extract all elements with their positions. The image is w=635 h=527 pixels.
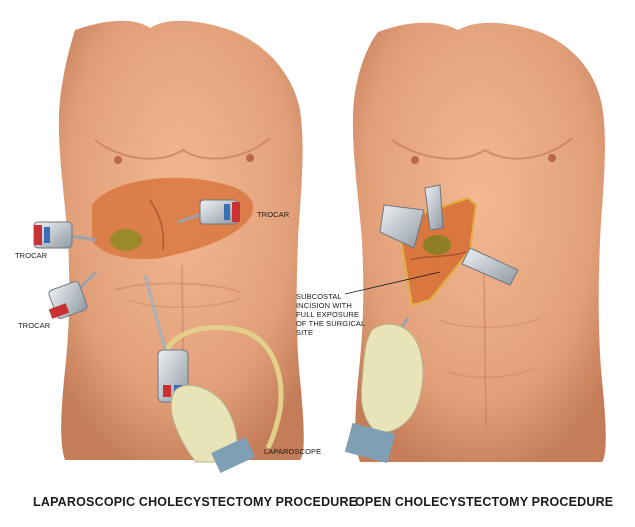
- label-incision-line-4: OF THE SURGICAL: [296, 319, 365, 328]
- right-abs-curve-1: [439, 317, 541, 328]
- right-nipple-1: [411, 156, 419, 164]
- right-gloved-hand: [360, 323, 424, 433]
- left-nipple-2: [246, 154, 254, 162]
- left-pectoral-line: [94, 137, 271, 160]
- incision-pointer-line: [344, 271, 441, 295]
- left-gallbladder: [110, 229, 142, 251]
- right-nipple-2: [548, 154, 556, 162]
- label-trocar-left-lower: TROCAR: [18, 321, 51, 330]
- label-incision-line-3: FULL EXPOSURE: [296, 310, 359, 319]
- right-sleeve: [344, 422, 396, 464]
- right-liver-edge: [409, 251, 467, 261]
- label-incision: SUBCOSTAL INCISION WITH FULL EXPOSURE OF…: [296, 292, 365, 337]
- label-trocar-left-upper: TROCAR: [15, 251, 48, 260]
- left-sleeve: [211, 437, 255, 473]
- caption-open: OPEN CHOLECYSTECTOMY PROCEDURE: [355, 495, 613, 509]
- right-gallbladder: [423, 235, 451, 255]
- label-incision-line-1: SUBCOSTAL: [296, 292, 342, 301]
- left-liver-fissure: [149, 199, 165, 251]
- trocar-left-lower: [48, 270, 98, 319]
- caption-laparoscopic: LAPAROSCOPIC CHOLECYSTECTOMY PROCEDURE: [33, 495, 357, 509]
- retractor-upper: [379, 204, 425, 249]
- left-abs-curve: [129, 297, 241, 308]
- label-trocar-right: TROCAR: [257, 210, 290, 219]
- label-laparoscope: LAPAROSCOPE: [264, 447, 321, 456]
- right-abs-line: [483, 264, 487, 431]
- trocar-left-upper: [33, 221, 97, 249]
- right-torso: [344, 22, 606, 464]
- left-torso: [33, 20, 304, 473]
- label-incision-line-5: SITE: [296, 328, 313, 337]
- retractor-top: [424, 184, 444, 231]
- right-abs-curve-2: [444, 367, 536, 378]
- retractor-right: [461, 247, 519, 286]
- label-incision-line-2: INCISION WITH: [296, 301, 352, 310]
- left-intestine: [114, 282, 241, 293]
- left-nipple-1: [114, 156, 122, 164]
- laparoscope-cable: [162, 325, 284, 450]
- trocar-right: [177, 199, 240, 225]
- right-pectoral-line: [391, 137, 573, 160]
